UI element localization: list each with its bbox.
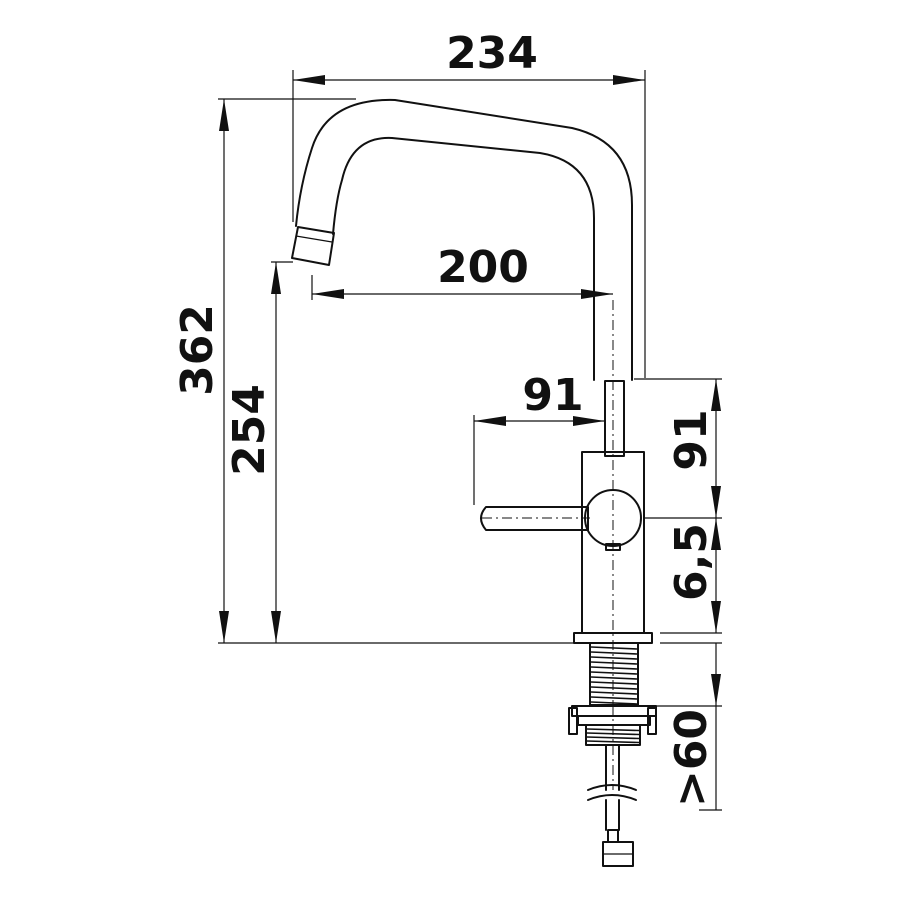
aerator-ring — [295, 235, 333, 243]
dim-label-mounting-depth: >60 — [666, 709, 717, 807]
dimension-spout-height: 254 — [224, 262, 281, 643]
dimension-overall-width: 234 — [293, 28, 645, 85]
dimension-total-height: 362 — [172, 99, 229, 643]
dim-label-spout-reach: 200 — [437, 242, 529, 293]
fixing-nut — [568, 705, 657, 746]
thread-line — [590, 671, 638, 675]
thread-line — [590, 701, 638, 705]
dim-label-lever-length: 91 — [522, 370, 583, 421]
thread-line — [590, 666, 638, 670]
dimension-spout-reach: 200 — [312, 242, 613, 299]
spout-outer — [295, 98, 633, 381]
dim-label-total-height: 362 — [172, 304, 223, 396]
dimension-mounting-depth: >60 — [666, 706, 717, 810]
dimension-lever-height: 91 — [666, 379, 721, 518]
thread-line — [586, 740, 640, 744]
spout-aerator — [291, 226, 335, 266]
thread-line — [590, 651, 638, 655]
upper-column — [604, 380, 625, 457]
supply-hoses — [587, 744, 637, 867]
thread-line — [590, 656, 638, 660]
thread-line — [590, 691, 638, 695]
dimension-base-height: 6,5 — [666, 518, 721, 706]
thread-line — [590, 696, 638, 700]
thread-line — [590, 676, 638, 680]
extension-lines — [218, 70, 722, 811]
thread-line — [590, 681, 638, 685]
dim-label-spout-height: 254 — [224, 384, 275, 476]
dim-label-lever-height: 91 — [666, 409, 717, 470]
thread-line — [586, 736, 640, 740]
spout-inner — [332, 136, 595, 381]
lever-pivot — [584, 489, 642, 547]
thread-line — [590, 661, 638, 665]
threaded-shank — [589, 642, 639, 706]
faucet-outline — [291, 98, 657, 867]
dim-label-overall-width: 234 — [446, 28, 538, 79]
dimension-lever-length: 91 — [474, 370, 605, 426]
dim-label-base-height: 6,5 — [666, 523, 717, 601]
thread-line — [590, 646, 638, 650]
lever-handle — [480, 506, 590, 531]
thread-line — [590, 686, 638, 690]
